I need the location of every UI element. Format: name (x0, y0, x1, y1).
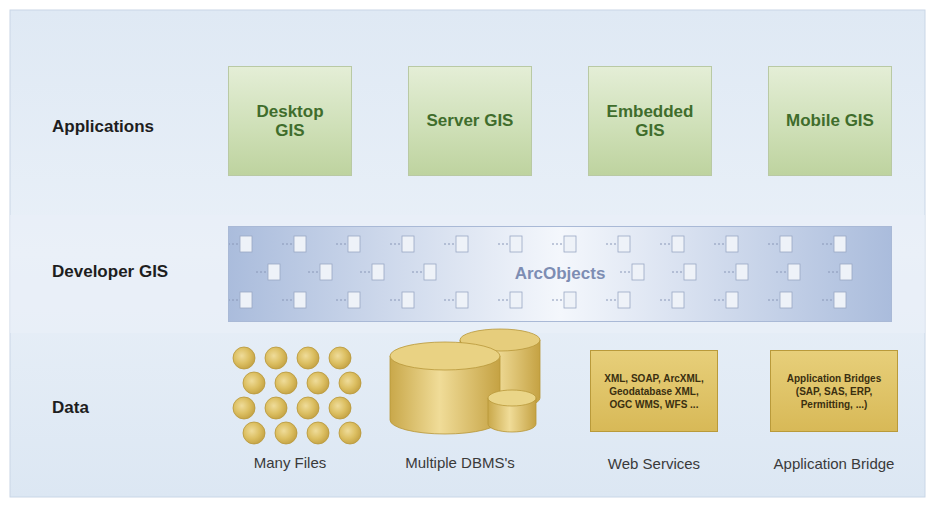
band-ground (228, 226, 892, 322)
row-strip (10, 215, 925, 333)
node-text: Desktop GIS (244, 102, 336, 140)
row-label: Developer GIS (52, 262, 168, 282)
row-label: Data (52, 398, 89, 418)
illustration-caption: Many Files (254, 454, 327, 471)
database-cylinders (390, 329, 540, 434)
node-caption: Application Bridge (774, 455, 895, 472)
application-box: Mobile GIS (768, 66, 892, 176)
object-squares (228, 236, 852, 308)
row-label: Applications (52, 117, 154, 137)
application-box: Server GIS (408, 66, 532, 176)
node-text: Embedded GIS (604, 102, 696, 140)
node-text: XML, SOAP, ArcXML, Geodatabase XML, OGC … (591, 368, 717, 415)
node-text: Application Bridges (SAP, SAS, ERP, Perm… (771, 368, 897, 415)
node-text: Mobile GIS (784, 111, 876, 130)
file-discs (233, 347, 361, 444)
node-text: Server GIS (424, 111, 516, 130)
illustration-caption: Multiple DBMS's (405, 454, 515, 471)
data-source-box: XML, SOAP, ArcXML, Geodatabase XML, OGC … (590, 350, 718, 432)
node-caption: Web Services (608, 455, 700, 472)
panel (10, 10, 925, 497)
node-text: ArcObjects (509, 262, 612, 286)
developer-band: ArcObjects (228, 226, 892, 322)
data-source-box: Application Bridges (SAP, SAS, ERP, Perm… (770, 350, 898, 432)
application-box: Desktop GIS (228, 66, 352, 176)
application-box: Embedded GIS (588, 66, 712, 176)
